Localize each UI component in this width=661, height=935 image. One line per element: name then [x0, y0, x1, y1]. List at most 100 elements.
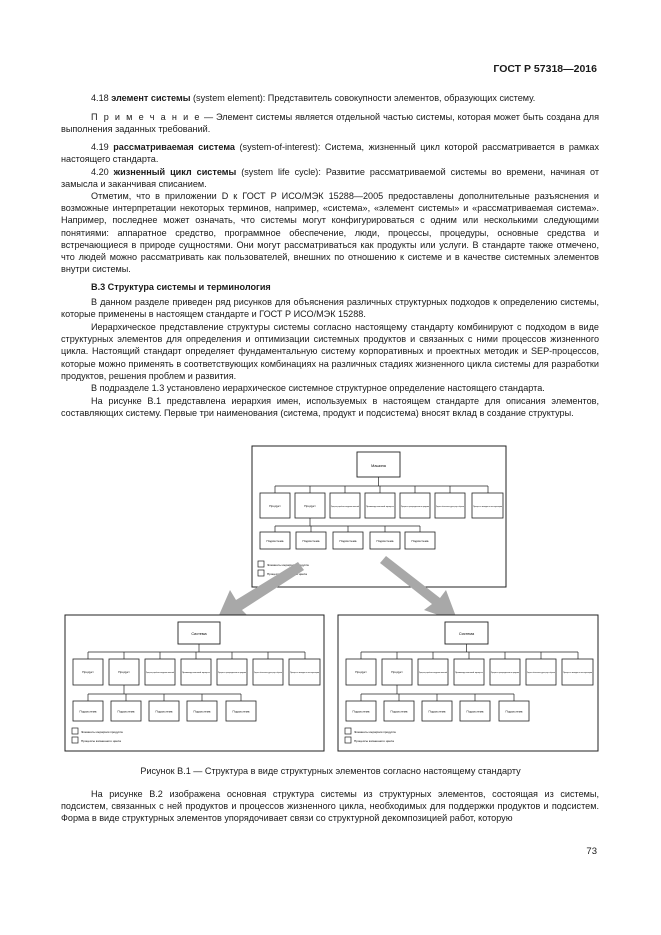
legend-label: Элементы иерархии продукта	[354, 730, 396, 734]
level3-box	[404, 531, 436, 550]
paragraph: В подразделе 1.3 установлено иерархическ…	[91, 383, 545, 393]
level2-label: Процессы распределения и продажи	[491, 672, 520, 674]
level3-label: Подсистема	[156, 710, 173, 714]
term-name: жизненный цикл системы	[113, 167, 237, 177]
level2-box	[345, 658, 377, 686]
term-4-18: 4.18 элемент системы (system element): П…	[61, 92, 599, 104]
level2-box	[381, 658, 413, 686]
level2-label: Процессы распределения и продажи	[401, 506, 430, 508]
legend-swatch	[71, 736, 79, 744]
legend-swatch	[344, 727, 352, 735]
level3-box	[383, 700, 415, 722]
level2-box	[417, 658, 449, 686]
term-definition: (system life cycle): Развитие рассматрив…	[61, 167, 599, 190]
level2-box	[489, 658, 521, 686]
level3-box	[72, 700, 104, 722]
level3-box	[459, 700, 491, 722]
level2-box	[329, 492, 361, 519]
legend-label: Элементы иерархии продукта	[81, 730, 123, 734]
root-box	[356, 451, 401, 478]
level3-label: Подсистема	[340, 539, 357, 543]
legend-label: Процессы жизненного цикла	[81, 739, 121, 743]
paragraph: На рисунке В.1 представлена иерархия име…	[61, 396, 599, 419]
level3-box	[345, 700, 377, 722]
level2-label: Процессы обеспечения и других средств об…	[527, 672, 555, 674]
level2-box	[471, 492, 504, 519]
level2-box	[525, 658, 557, 686]
root-label: Система	[459, 632, 475, 636]
top-panel: Машина Продукт Продукт Процессы разработ…	[251, 445, 507, 588]
root-label: Система	[191, 632, 207, 636]
note-paragraph: П р и м е ч а н и е — Элемент системы яв…	[61, 111, 599, 135]
level2-label: Продукт	[391, 670, 403, 674]
paragraph: В данном разделе приведен ряд рисунков д…	[61, 297, 599, 320]
left-panel: Система Продукт Продукт Процессы разрабо…	[64, 614, 325, 752]
term-4-20: 4.20 жизненный цикл системы (system life…	[61, 166, 599, 190]
level2-label: Производственный процесс	[182, 671, 211, 674]
term-definition: (system-of-interest): Система, жизненный…	[61, 142, 599, 165]
level3-label: Подсистема	[412, 539, 429, 543]
figure-b1-diagram: Машина Продукт Продукт Процессы разработ…	[64, 445, 599, 752]
level3-box	[148, 700, 180, 722]
level2-box	[364, 492, 396, 519]
root-label: Машина	[371, 464, 387, 468]
level2-label: Процессы распределения и продажи	[218, 672, 247, 674]
note-text: — Элемент системы является отдельной час…	[61, 112, 600, 135]
level2-row: Продукт Продукт Процессы разработки и вн…	[345, 652, 594, 686]
level2-box	[399, 492, 431, 519]
legend: Элементы иерархии продукта Процессы жизн…	[344, 727, 396, 744]
level2-row: Продукт Продукт Процессы разработки и вн…	[259, 486, 504, 519]
page-number: 73	[586, 846, 597, 857]
level2-label: Производственный процесс	[366, 505, 395, 508]
level2-label: Продукт	[82, 670, 94, 674]
level3-label: Подсистема	[267, 539, 284, 543]
level3-row: Подсистема Подсистема Подсистема Подсист…	[345, 694, 530, 722]
term-4-19: 4.19 рассматриваемая система (system-of-…	[61, 141, 599, 165]
level2-label: Процессы вывода из эксплуатации	[473, 506, 503, 508]
level3-label: Подсистема	[377, 539, 394, 543]
level2-label: Процессы вывода из эксплуатации	[290, 672, 320, 674]
legend: Элементы иерархии продукта Процессы жизн…	[71, 727, 123, 744]
level3-label: Подсистема	[429, 710, 446, 714]
legend-swatch	[344, 736, 352, 744]
level3-box	[186, 700, 218, 722]
level2-box	[216, 658, 248, 686]
level3-box	[332, 531, 364, 550]
level2-box	[180, 658, 212, 686]
level2-box	[561, 658, 594, 686]
level2-label: Продукт	[355, 670, 367, 674]
term-number: 4.20	[91, 167, 109, 177]
level2-box	[453, 658, 485, 686]
legend-swatch	[71, 727, 79, 735]
level2-row: Продукт Продукт Процессы разработки и вн…	[72, 652, 321, 686]
level3-label: Подсистема	[391, 710, 408, 714]
term-name: рассматриваемая система	[113, 142, 235, 152]
annex-paragraph: Отметим, что в приложении D к ГОСТ Р ИСО…	[61, 191, 599, 275]
level2-box	[259, 492, 291, 519]
level3-label: Подсистема	[118, 710, 135, 714]
level3-box	[421, 700, 453, 722]
legend-label: Элементы иерархии продукта	[267, 563, 309, 567]
level3-label: Подсистема	[303, 539, 320, 543]
level2-box	[288, 658, 321, 686]
level2-label: Процессы разработки и внедрения изменени…	[146, 671, 174, 674]
left-arrow	[216, 562, 304, 622]
level2-label: Процессы разработки и внедрения изменени…	[331, 505, 359, 508]
level2-box	[72, 658, 104, 686]
legend-swatch	[257, 560, 265, 568]
level2-label: Продукт	[269, 504, 281, 508]
note-label: П р и м е ч а н и е	[91, 112, 201, 122]
level2-label: Продукт	[118, 670, 130, 674]
legend-label: Процессы жизненного цикла	[354, 739, 394, 743]
level3-label: Подсистема	[233, 710, 250, 714]
standard-header: ГОСТ Р 57318—2016	[493, 63, 597, 75]
level2-label: Продукт	[304, 504, 316, 508]
section-heading: В.3 Структура системы и терминология	[91, 282, 271, 292]
level2-label: Процессы разработки и внедрения изменени…	[419, 671, 447, 674]
level2-label: Процессы обеспечения и других средств об…	[254, 672, 282, 674]
level2-box	[144, 658, 176, 686]
term-number: 4.19	[91, 142, 109, 152]
level3-box	[225, 700, 257, 722]
level2-box	[294, 492, 326, 519]
level2-label: Процессы обеспечения и других средств об…	[436, 506, 464, 508]
